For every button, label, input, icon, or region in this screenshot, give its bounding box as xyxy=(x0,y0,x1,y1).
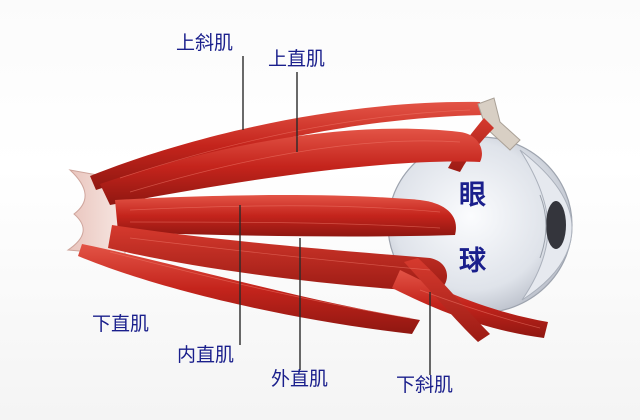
label-superior-rectus: 上直肌 xyxy=(268,48,326,70)
label-inferior-oblique: 下斜肌 xyxy=(396,374,454,396)
pupil xyxy=(546,201,566,249)
muscle-fibers xyxy=(109,109,541,329)
label-eyeball-char-1: 眼 xyxy=(459,180,486,211)
label-eyeball-char-2: 球 xyxy=(459,246,486,277)
lateral-rectus-muscle xyxy=(108,225,448,292)
label-lateral-rectus: 外直肌 xyxy=(271,368,329,390)
inferior-rectus-muscle xyxy=(78,244,420,334)
label-superior-oblique: 上斜肌 xyxy=(176,32,234,54)
medial-rectus-muscle xyxy=(115,195,456,237)
leader-lines xyxy=(239,56,431,375)
label-medial-rectus: 内直肌 xyxy=(177,344,235,366)
superior-oblique-muscle xyxy=(90,101,484,190)
superior-rectus-muscle xyxy=(100,128,482,205)
label-inferior-rectus: 下直肌 xyxy=(92,313,150,335)
